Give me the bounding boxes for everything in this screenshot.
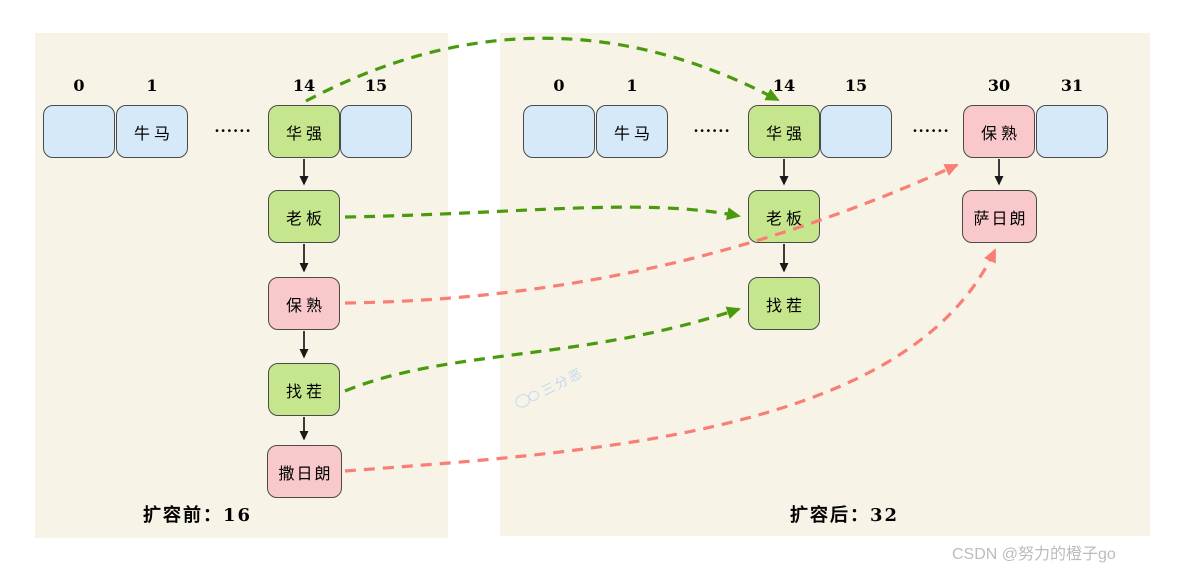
index-label: 1 [146,76,158,95]
chain-node: 找茬 [268,363,340,416]
array-cell-empty [340,105,412,158]
chain-node: 老板 [268,190,340,243]
index-label: 15 [364,76,388,95]
array-cell-empty [1036,105,1108,158]
array-cell: 牛马 [116,105,188,158]
array-cell-empty [523,105,595,158]
array-cell: 牛马 [596,105,668,158]
index-label: 15 [844,76,868,95]
csdn-watermark: CSDN @努力的橙子go [952,546,1116,563]
array-cell: 华强 [268,105,340,158]
index-label: 0 [73,76,85,95]
chain-node: 保熟 [268,277,340,330]
array-cell-empty [820,105,892,158]
index-label: 0 [553,76,565,95]
ellipsis: ...... [693,118,731,136]
ellipsis: ...... [214,118,252,136]
index-label: 30 [987,76,1011,95]
index-label: 14 [772,76,796,95]
caption-after: 扩容后：32 [790,505,900,526]
array-cell: 保熟 [963,105,1035,158]
caption-before: 扩容前：16 [143,505,253,526]
array-cell: 华强 [748,105,820,158]
chain-node: 老板 [748,190,820,243]
index-label: 14 [292,76,316,95]
chain-node: 撒日朗 [267,445,342,498]
index-label: 1 [626,76,638,95]
chain-node: 萨日朗 [962,190,1037,243]
chain-node: 找茬 [748,277,820,330]
ellipsis: ...... [912,118,950,136]
array-cell-empty [43,105,115,158]
index-label: 31 [1060,76,1084,95]
